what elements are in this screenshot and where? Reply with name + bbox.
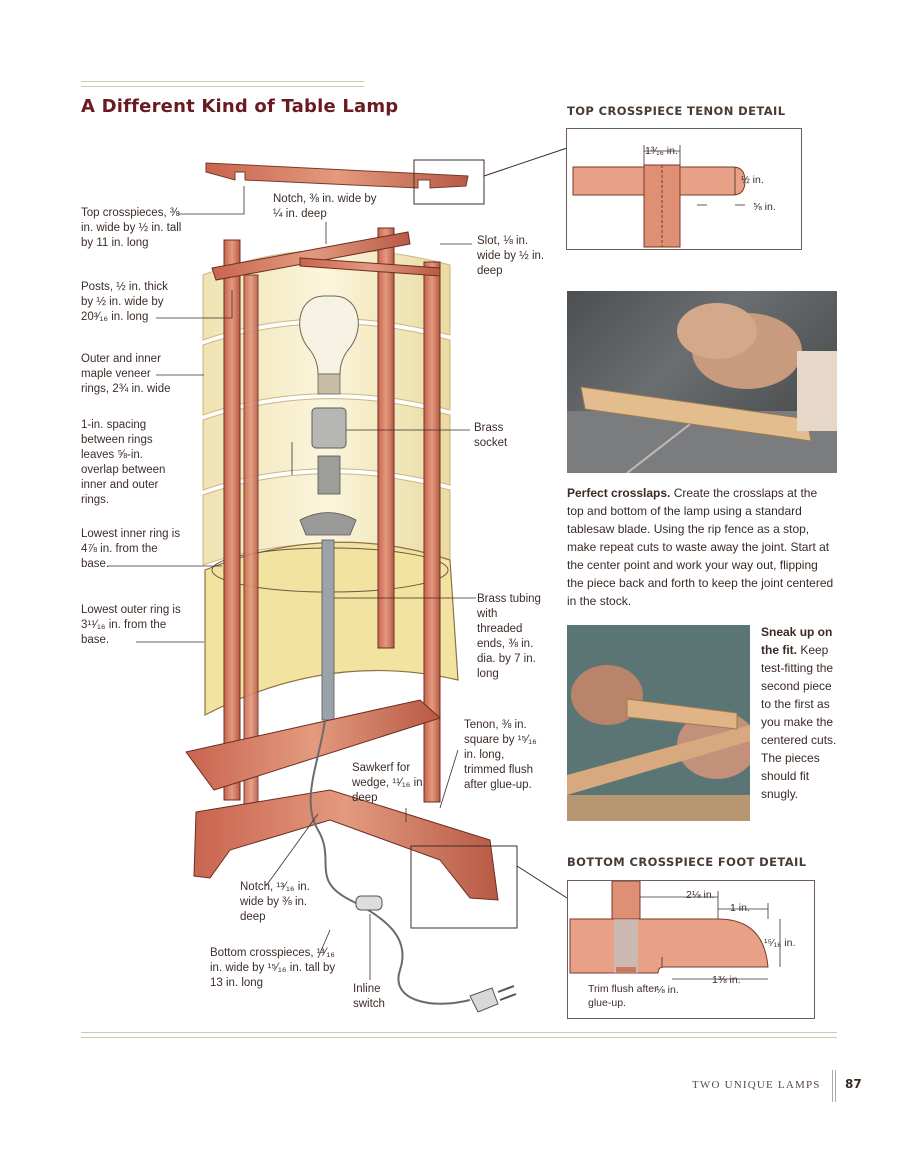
bulb	[299, 295, 359, 395]
bottom-rule	[81, 1032, 837, 1033]
brass-tubing	[321, 539, 335, 721]
bottom-foot-drawing	[569, 880, 781, 980]
callout-tenon: Tenon, ⅜ in. square by ¹⁵⁄₁₆ in. long, t…	[464, 719, 537, 791]
photo-crosslaps	[567, 291, 837, 473]
caption-crosslaps-body: Create the crosslaps at the top and bott…	[567, 486, 834, 608]
callout-inline-switch: Inline switch	[353, 983, 385, 1010]
dim-bottom-height: ¹⁵⁄₁₆ in.	[764, 937, 796, 949]
bottom-rule-2	[81, 1037, 837, 1038]
dim-bottom-overall: 2⅛ in.	[686, 889, 715, 901]
top-rule	[81, 81, 364, 82]
top-detail-marker	[413, 159, 485, 205]
callout-top-crosspieces: Top crosspieces, ⅜ in. wide by ½ in. tal…	[81, 207, 182, 249]
page-title: A Different Kind of Table Lamp	[81, 96, 399, 117]
callout-lowest-outer: Lowest outer ring is 3¹¹⁄₁₆ in. from the…	[81, 604, 181, 646]
callout-slot: Slot, ⅛ in. wide by ½ in. deep	[477, 235, 545, 277]
dim-top-width: 1³⁄₁₆ in.	[645, 145, 678, 157]
callout-posts: Posts, ½ in. thick by ½ in. wide by 20³⁄…	[81, 281, 168, 323]
caption-sneak-up-lead: Sneak up on the fit.	[761, 625, 833, 657]
bottom-foot-detail: 2⅛ in. 1 in. ¹⁵⁄₁₆ in. ⅛ in. 1⅜ in. Trim…	[567, 880, 815, 1019]
callout-rings: Outer and inner maple veneer rings, 2¾ i…	[81, 353, 171, 395]
photo-sneak-up	[567, 625, 750, 821]
callout-brass-socket: Brass socket	[474, 422, 508, 449]
footer-divider-2	[835, 1070, 836, 1102]
callout-bottom-crosspieces: Bottom crosspieces, ¹³⁄₁₆ in. wide by ¹⁵…	[210, 947, 336, 989]
caption-sneak-up: Sneak up on the fit. Keep test-fitting t…	[761, 623, 837, 803]
caption-crosslaps: Perfect crosslaps. Create the crosslaps …	[567, 484, 835, 610]
dim-bottom-trim-note: Trim flush after glue-up.	[588, 983, 658, 1009]
top-crosspieces-assembled	[211, 231, 411, 281]
callout-spacing: 1-in. spacing between rings leaves ⅝-in.…	[81, 419, 166, 506]
top-crosspiece-exploded	[205, 162, 469, 189]
running-footer: TWO UNIQUE LAMPS	[692, 1079, 821, 1091]
cord	[309, 719, 471, 1005]
dim-top-offset: ⅝ in.	[753, 201, 776, 213]
bottom-detail-heading: BOTTOM CROSSPIECE FOOT DETAIL	[567, 855, 807, 869]
plug	[469, 987, 499, 1013]
footer-divider	[832, 1070, 833, 1102]
base-feet	[185, 699, 499, 901]
top-detail-heading: TOP CROSSPIECE TENON DETAIL	[567, 104, 786, 118]
dim-bottom-curve: 1⅜ in.	[712, 974, 741, 986]
callout-notch-top: Notch, ⅜ in. wide by ¼ in. deep	[273, 193, 377, 220]
dim-bottom-inner: 1 in.	[730, 902, 750, 914]
dim-bottom-trim-gap: ⅛ in.	[656, 984, 679, 996]
callout-sawkerf: Sawkerf for wedge, ¹¹⁄₁₆ in. deep	[352, 762, 426, 804]
posts	[223, 227, 441, 806]
brass-socket	[311, 407, 347, 449]
caption-crosslaps-lead: Perfect crosslaps.	[567, 486, 671, 500]
callout-brass-tubing: Brass tubing with threaded ends, ⅜ in. d…	[477, 593, 541, 680]
top-rule-2	[81, 86, 364, 87]
bottom-detail-marker	[410, 845, 518, 929]
callout-notch-bottom: Notch, ¹³⁄₁₆ in. wide by ⅜ in. deep	[240, 881, 310, 923]
page-number: 87	[845, 1077, 862, 1091]
top-tenon-drawing	[572, 145, 746, 248]
caption-sneak-up-body: Keep test-fitting the second piece to th…	[761, 643, 837, 801]
callout-lowest-inner: Lowest inner ring is 4⅞ in. from the bas…	[81, 528, 181, 570]
inline-switch	[355, 895, 383, 911]
dim-top-height: ½ in.	[741, 174, 764, 186]
top-tenon-detail: 1³⁄₁₆ in. ½ in. ⅝ in.	[566, 128, 802, 250]
